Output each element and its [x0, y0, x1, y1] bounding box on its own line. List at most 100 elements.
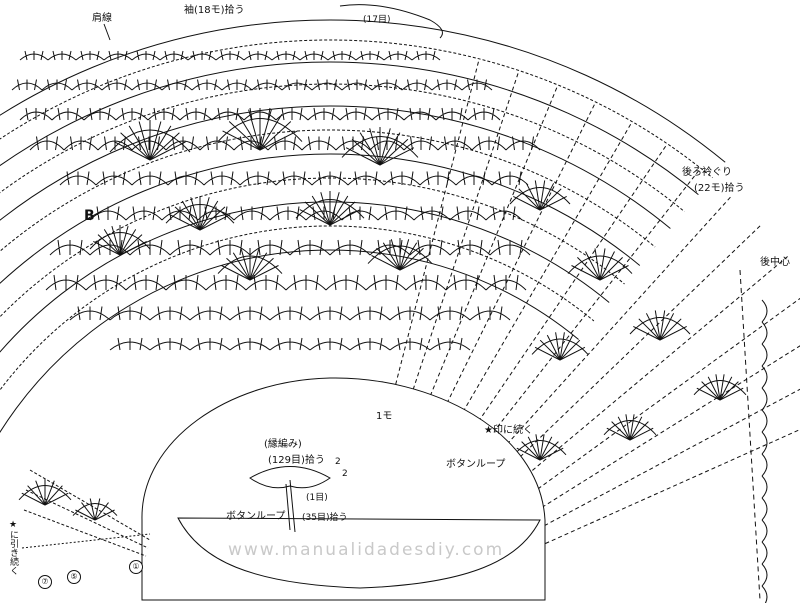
back-fan: [629, 416, 643, 441]
pineapple-fan: [89, 232, 151, 250]
left-fan: [21, 492, 46, 506]
back-fan: [629, 317, 691, 335]
left-fan: [94, 502, 109, 521]
back-fan: [527, 436, 541, 461]
back-fan: [719, 374, 725, 401]
edge-scallop: [761, 321, 768, 345]
edging-knot: [249, 466, 331, 489]
yoke-arc: [0, 249, 579, 434]
back-fan: [559, 334, 574, 361]
back-fan: [539, 183, 555, 211]
pineapple-fan: [329, 209, 361, 226]
left-fan: [27, 485, 46, 506]
edging-title-label: (縁編み): [264, 439, 302, 450]
yoke-arc: [0, 129, 656, 252]
back-fan: [603, 420, 657, 436]
back-neck-label: 後ろ衿ぐり: [682, 167, 732, 178]
edging-shape: [177, 517, 541, 589]
edge-scallop: [761, 453, 768, 477]
pineapple-fan: [165, 204, 235, 224]
pineapple-fan: [259, 109, 272, 151]
back-fan: [516, 447, 541, 461]
left-edging: [23, 469, 151, 557]
back-fan: [509, 187, 571, 205]
back-fan: [567, 255, 633, 274]
back-center-label: 後中心: [760, 257, 790, 268]
pineapple-fan: [320, 192, 331, 226]
back-fan: [719, 381, 739, 401]
edging-35-label: (35目)拾う: [302, 513, 348, 523]
edge-scallop: [761, 299, 768, 323]
pineapple-fan: [149, 132, 180, 161]
left-fan: [18, 485, 72, 501]
pineapple-fan: [299, 209, 331, 226]
scallop-row: [89, 206, 523, 221]
edge-scallop: [761, 431, 768, 455]
back-fan: [534, 346, 561, 361]
pineapple-fan: [237, 113, 261, 151]
button-loop-label: ボタンループ: [446, 459, 506, 470]
shoulder-leader: [103, 23, 111, 41]
edge-scallop: [761, 343, 768, 367]
back-neck-count-label: (22モ)拾う: [694, 183, 745, 194]
yoke-arc: [0, 153, 641, 285]
pineapple-fan: [382, 242, 401, 271]
scallop-row: [69, 306, 511, 321]
left-fan: [81, 502, 96, 521]
back-fan: [599, 248, 606, 281]
pineapple-fan: [345, 147, 381, 166]
left-base-line: [21, 533, 151, 549]
pineapple-fan: [399, 247, 424, 271]
back-fan: [617, 416, 631, 441]
pineapple-fan: [399, 242, 418, 271]
back-fan: [719, 387, 744, 401]
watermark: www.manualidadesdiy.com: [228, 540, 505, 560]
yoke-arc: [0, 39, 713, 179]
pineapple-fan: [367, 245, 433, 264]
pineapple-fan: [97, 234, 121, 256]
pineapple-fan: [174, 206, 201, 231]
pineapple-fan: [295, 199, 365, 219]
pineapple-fan: [379, 128, 391, 166]
pineapple-fan: [259, 113, 283, 151]
motif-b-label: B: [84, 208, 95, 224]
pineapple-fan: [379, 138, 409, 166]
back-fan: [539, 195, 567, 211]
back-fan: [659, 325, 687, 341]
row17-label: (17目): [363, 15, 391, 25]
edge-scallop: [761, 475, 768, 499]
scallop-row: [109, 337, 471, 351]
scallop-row: [29, 136, 541, 151]
pineapple-fan: [119, 240, 147, 256]
back-fan: [696, 387, 721, 401]
pineapple-fan: [119, 225, 129, 256]
pineapple-fan: [240, 249, 251, 281]
pineapple-fan: [359, 132, 381, 166]
edging-button-loop-line: [285, 483, 291, 531]
pineapple-fan: [138, 121, 151, 161]
pineapple-fan: [120, 132, 151, 161]
pineapple-fan: [199, 206, 226, 231]
scallop-row: [45, 274, 527, 291]
back-fan: [531, 338, 589, 355]
pineapple-fan: [304, 201, 331, 226]
back-fan: [599, 265, 629, 281]
back-fan: [707, 376, 721, 401]
back-fan: [539, 188, 562, 211]
pineapple-fan: [149, 121, 162, 161]
yoke-arc: [0, 61, 699, 195]
pineapple-fan: [149, 125, 172, 161]
pineapple-fan: [399, 255, 429, 271]
row-marker-1: ①: [129, 560, 143, 574]
back-fan: [585, 251, 601, 281]
sleeve-tab: [339, 4, 443, 39]
pineapple-fan: [109, 129, 191, 153]
back-fan: [638, 318, 661, 341]
back-fan: [518, 188, 541, 211]
pineapple-fan: [103, 229, 121, 256]
pineapple-fan: [329, 192, 340, 226]
back-fan: [535, 434, 541, 461]
pineapple-fan: [217, 118, 303, 142]
back-fan: [645, 313, 661, 341]
back-fan: [611, 421, 631, 441]
